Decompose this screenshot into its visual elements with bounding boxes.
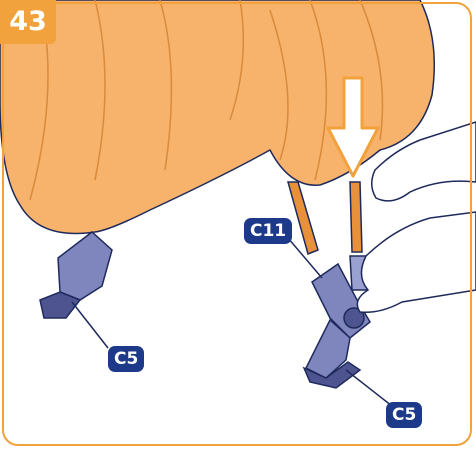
label-c11: C11 <box>244 218 292 244</box>
label-c5-left: C5 <box>108 346 144 372</box>
label-c5-right: C5 <box>386 402 422 428</box>
step-number: 43 <box>0 0 56 44</box>
step-frame <box>2 2 472 446</box>
